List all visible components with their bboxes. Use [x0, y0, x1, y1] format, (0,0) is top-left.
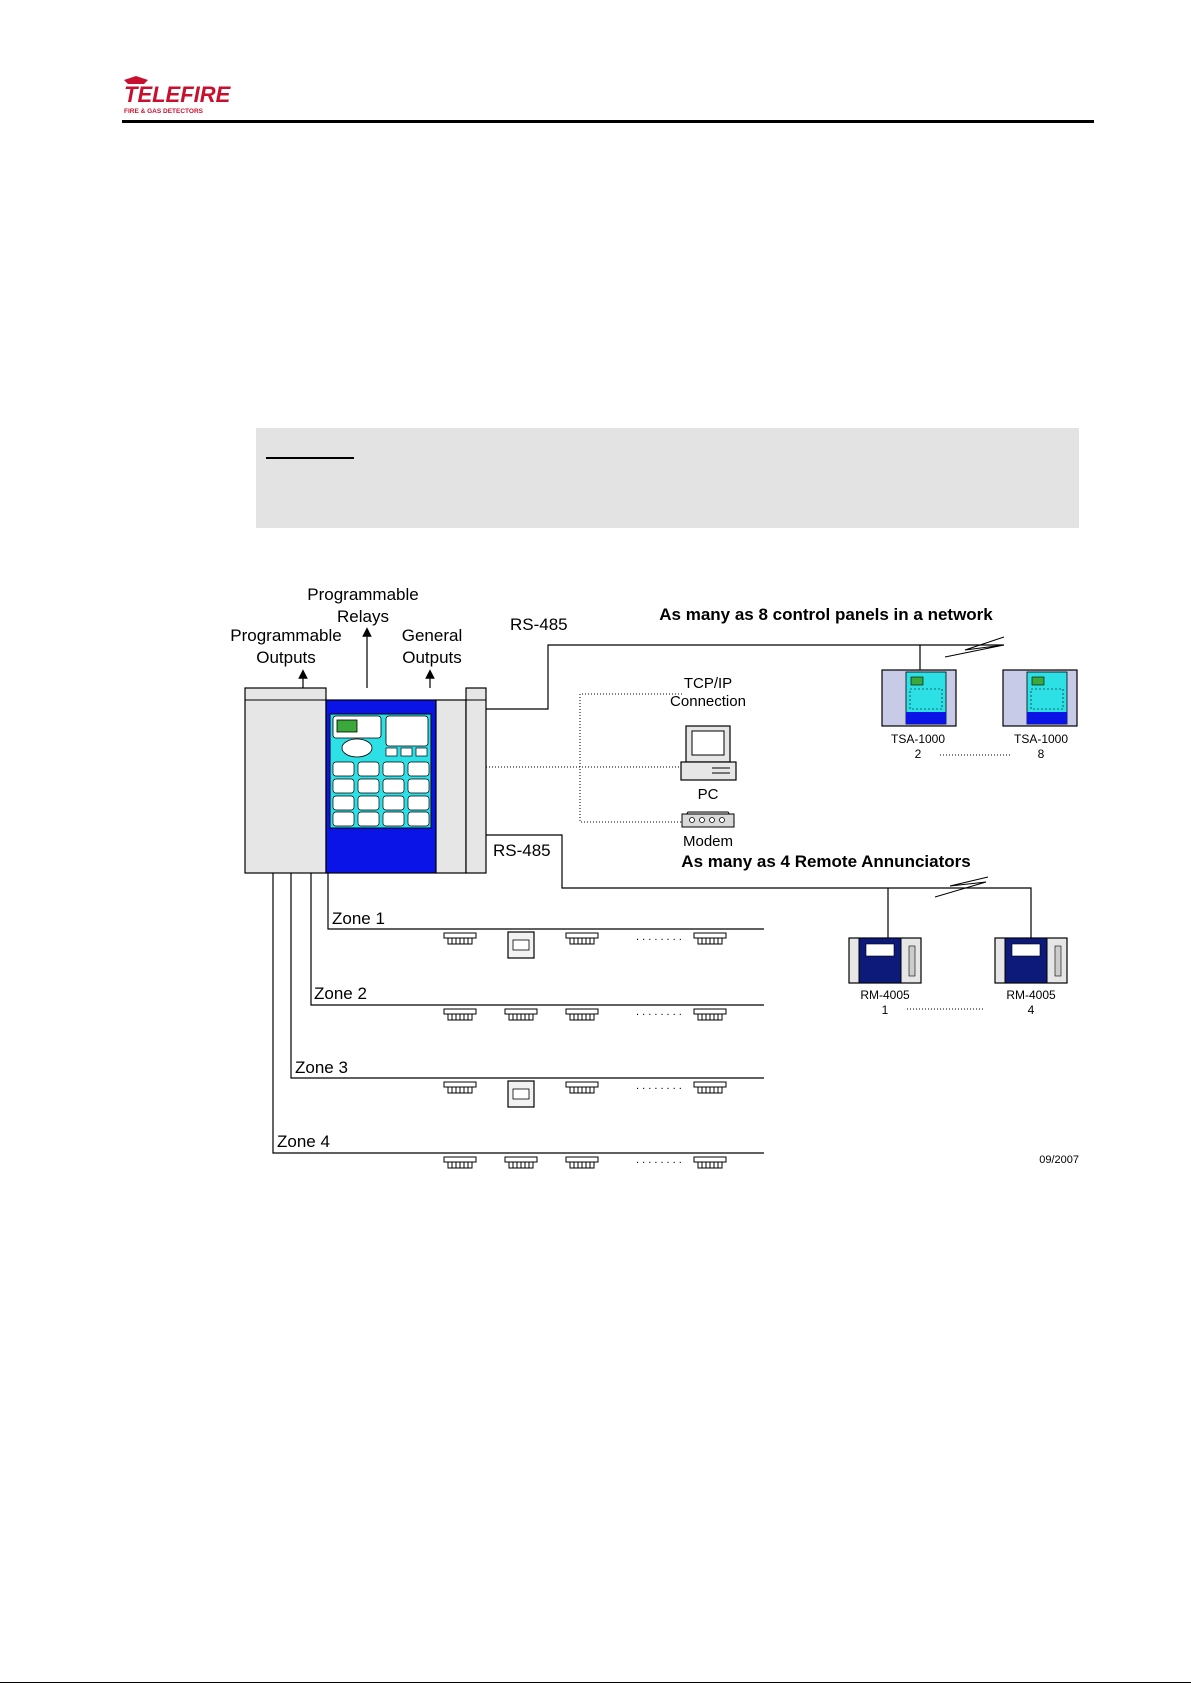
rs485-network-line: [486, 644, 1004, 710]
tsa-2-name: TSA-1000: [891, 732, 945, 746]
prog-relays-label-2: Relays: [337, 607, 389, 626]
note-box: [256, 428, 1079, 528]
tsa-panel-8: [1002, 669, 1078, 727]
rs485-annunciator-line: [486, 834, 1032, 938]
annunciator-break-symbol: [934, 876, 989, 898]
smoke-detector-icon: [565, 932, 599, 945]
smoke-detector-icon: [443, 932, 477, 945]
tsa-8-num: 8: [1038, 747, 1045, 761]
rm-4-name: RM-4005: [1006, 988, 1056, 1002]
pc-label: PC: [698, 786, 719, 803]
modem-label: Modem: [683, 833, 733, 850]
tsa-panel-2: [881, 669, 957, 727]
zone-2-label: Zone 2: [314, 984, 367, 1003]
network-break-symbol: [944, 636, 1005, 658]
smoke-detector-icon: [693, 932, 727, 945]
smoke-detector-icon: [443, 1156, 477, 1169]
rs485-top-label: RS-485: [510, 615, 568, 634]
zone-3-dots: . . . . . . . .: [636, 1080, 682, 1092]
tsa-8-name: TSA-1000: [1014, 732, 1068, 746]
prog-outputs-label-1: Programmable: [230, 626, 342, 645]
footer-rule: [0, 1682, 1191, 1683]
logo-roof-icon: [124, 76, 148, 84]
zone-1-dots: . . . . . . . .: [636, 931, 682, 943]
diagram-date: 09/2007: [1039, 1154, 1079, 1166]
rm-annunciator-1: [848, 937, 922, 984]
prog-outputs-label-2: Outputs: [256, 648, 316, 667]
prog-relays-label-1: Programmable: [307, 585, 419, 604]
general-outputs-label-2: Outputs: [402, 648, 462, 667]
logo-text: TELEFIRE: [124, 82, 232, 107]
smoke-detector-icon: [693, 1081, 727, 1094]
manual-call-point-icon: [507, 1080, 535, 1108]
annunciators-title: As many as 4 Remote Annunciators: [681, 852, 970, 871]
smoke-detector-icon: [565, 1008, 599, 1021]
smoke-detector-icon: [693, 1156, 727, 1169]
main-control-panel: [244, 687, 487, 874]
logo-subtitle: FIRE & GAS DETECTORS: [124, 108, 204, 115]
header-rule: [122, 120, 1094, 123]
note-heading-underline: [266, 457, 354, 459]
rs485-bottom-label: RS-485: [493, 841, 551, 860]
smoke-detector-icon: [693, 1008, 727, 1021]
network-title: As many as 8 control panels in a network: [659, 605, 993, 624]
manual-call-point-icon: [507, 931, 535, 959]
smoke-detector-icon: [504, 1156, 538, 1169]
modem-icon: [681, 811, 735, 828]
tcpip-label-2: Connection: [670, 693, 746, 710]
zone-4-dots: . . . . . . . .: [636, 1154, 682, 1166]
rm-1-name: RM-4005: [860, 988, 910, 1002]
rm-4-num: 4: [1028, 1003, 1035, 1017]
panel-zone-keys: [332, 761, 430, 827]
smoke-detector-icon: [504, 1008, 538, 1021]
tsa-2-num: 2: [915, 747, 922, 761]
smoke-detector-icon: [443, 1008, 477, 1021]
tcpip-dotted-link: [579, 693, 682, 823]
zone-4-label: Zone 4: [277, 1132, 330, 1151]
pc-icon: [680, 725, 737, 781]
smoke-detector-icon: [443, 1081, 477, 1094]
telefire-logo: TELEFIRE FIRE & GAS DETECTORS: [124, 76, 232, 115]
general-outputs-label-1: General: [402, 626, 462, 645]
zone-1-label: Zone 1: [332, 909, 385, 928]
smoke-detector-icon: [565, 1156, 599, 1169]
rm-annunciator-4: [994, 937, 1068, 984]
tcpip-label-1: TCP/IP: [684, 675, 732, 692]
smoke-detector-icon: [565, 1081, 599, 1094]
zone-2-dots: . . . . . . . .: [636, 1006, 682, 1018]
rm-1-num: 1: [882, 1003, 889, 1017]
panel-lcd: [336, 719, 358, 733]
zone-wiring: [272, 873, 764, 1154]
zone-3-label: Zone 3: [295, 1058, 348, 1077]
